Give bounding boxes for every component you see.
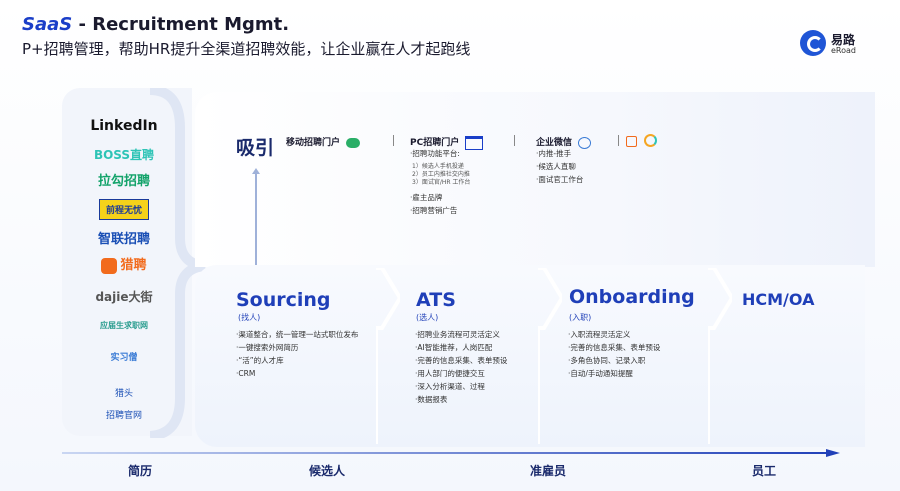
source-yingjiesheng: 应届生求职网 bbox=[100, 321, 148, 330]
liepin-small-icon bbox=[626, 136, 637, 147]
timeline-label-resume: 简历 bbox=[128, 464, 153, 478]
pc-sub1: 1）候选人手机投递 bbox=[412, 163, 464, 170]
pc-line2: ·雇主品牌 bbox=[410, 193, 443, 202]
ring-icon bbox=[644, 134, 658, 147]
stage-sourcing-sub: (找人) bbox=[238, 313, 261, 322]
ats-item: ·数据报表 bbox=[415, 395, 448, 404]
divider bbox=[618, 135, 619, 146]
ats-item: ·用人部门的便捷交互 bbox=[415, 369, 485, 378]
logo-en: eRoad bbox=[831, 46, 856, 55]
eroad-logo: 易路 eRoad bbox=[800, 30, 860, 58]
stage-onboarding-sub: (入职) bbox=[569, 313, 592, 322]
chevron-right-icon bbox=[376, 268, 400, 444]
wecom-line3: ·面试官工作台 bbox=[536, 175, 584, 184]
chevron-right-icon bbox=[538, 268, 562, 444]
stage-hcm-title: HCM/OA bbox=[742, 290, 815, 309]
page-title: SaaS - Recruitment Mgmt. bbox=[22, 14, 289, 35]
onboarding-item: ·入职流程灵活定义 bbox=[568, 330, 631, 339]
ats-item: ·AI智能推荐，人岗匹配 bbox=[415, 343, 493, 352]
source-shixiseng: 实习僧 bbox=[110, 353, 138, 363]
divider bbox=[514, 135, 515, 146]
wecom-line2: ·候选人直聊 bbox=[536, 162, 576, 171]
source-boss: BOSS直聘 bbox=[93, 148, 155, 162]
sourcing-item: ·CRM bbox=[236, 369, 256, 378]
source-channels: LinkedIn BOSS直聘 拉勾招聘 前程无忧 智联招聘 猎聘 dajie大… bbox=[62, 88, 192, 436]
mobile-portal-heading: 移动招聘门户 bbox=[286, 135, 361, 148]
source-lagou: 拉勾招聘 bbox=[97, 174, 150, 189]
sourcing-item: ·一键搜索外网简历 bbox=[236, 343, 299, 352]
attract-panel bbox=[195, 92, 875, 267]
page-subtitle: P+招聘管理，帮助HR提升全渠道招聘效能，让企业赢在人才起跑线 bbox=[22, 40, 471, 58]
divider bbox=[393, 135, 394, 146]
onboarding-item: ·自动/手动通知提醒 bbox=[568, 369, 633, 378]
stage-ats-title: ATS bbox=[416, 289, 456, 311]
source-zhaopin: 智联招聘 bbox=[97, 232, 150, 247]
ats-item: ·招聘业务流程可灵活定义 bbox=[415, 330, 500, 339]
monitor-icon bbox=[465, 135, 484, 150]
wecom-line1: ·内推-推手 bbox=[536, 149, 572, 158]
timeline-label-employee: 员工 bbox=[752, 464, 777, 478]
stage-ats-sub: (选人) bbox=[416, 313, 439, 322]
stage-sourcing-title: Sourcing bbox=[236, 289, 331, 311]
process-panel bbox=[195, 265, 865, 447]
timeline-label-pre-employee: 准雇员 bbox=[530, 464, 567, 478]
title-rest: - Recruitment Mgmt. bbox=[72, 14, 290, 35]
timeline-arrow bbox=[62, 449, 840, 457]
attract-title: 吸引 bbox=[236, 137, 275, 159]
wechat-icon bbox=[346, 137, 361, 148]
ats-item: ·深入分析渠道、过程 bbox=[415, 382, 485, 391]
pc-line1: ·招聘功能平台: bbox=[410, 149, 460, 158]
source-51job: 前程无忧 bbox=[62, 198, 186, 220]
sourcing-item: ·“活”的人才库 bbox=[236, 356, 284, 365]
third-party-icons bbox=[626, 132, 658, 151]
stage-onboarding-title: Onboarding bbox=[569, 286, 695, 308]
pc-line3: ·招聘营销广告 bbox=[410, 206, 458, 215]
liepin-icon bbox=[101, 257, 118, 274]
pc-sub3: 3）面试官/HR 工作台 bbox=[412, 179, 471, 186]
onboarding-item: ·多角色协同、记录入职 bbox=[568, 356, 646, 365]
wecom-icon bbox=[578, 136, 592, 149]
sourcing-item: ·渠道整合，统一管理一站式职位发布 bbox=[236, 330, 359, 339]
timeline-label-candidate: 候选人 bbox=[309, 464, 346, 478]
onboarding-item: ·完善的信息采集、表单预设 bbox=[568, 343, 661, 352]
source-career-site: 招聘官网 bbox=[105, 411, 142, 421]
eroad-logo-icon bbox=[800, 30, 826, 56]
wecom-heading: 企业微信 bbox=[536, 135, 592, 149]
source-headhunter: 猎头 bbox=[114, 389, 133, 399]
title-saas: SaaS bbox=[22, 14, 73, 35]
source-liepin: 猎聘 bbox=[62, 254, 186, 274]
logo-cn: 易路 bbox=[831, 33, 856, 47]
double-arrow-icon bbox=[252, 168, 260, 274]
chevron-right-icon bbox=[708, 268, 732, 444]
ats-item: ·完善的信息采集、表单预设 bbox=[415, 356, 508, 365]
source-linkedin: LinkedIn bbox=[90, 118, 158, 134]
source-dajie: dajie大街 bbox=[95, 290, 153, 304]
pc-portal-heading: PC招聘门户 bbox=[410, 135, 484, 150]
pc-sub2: 2）员工内推社交内推 bbox=[412, 171, 470, 178]
